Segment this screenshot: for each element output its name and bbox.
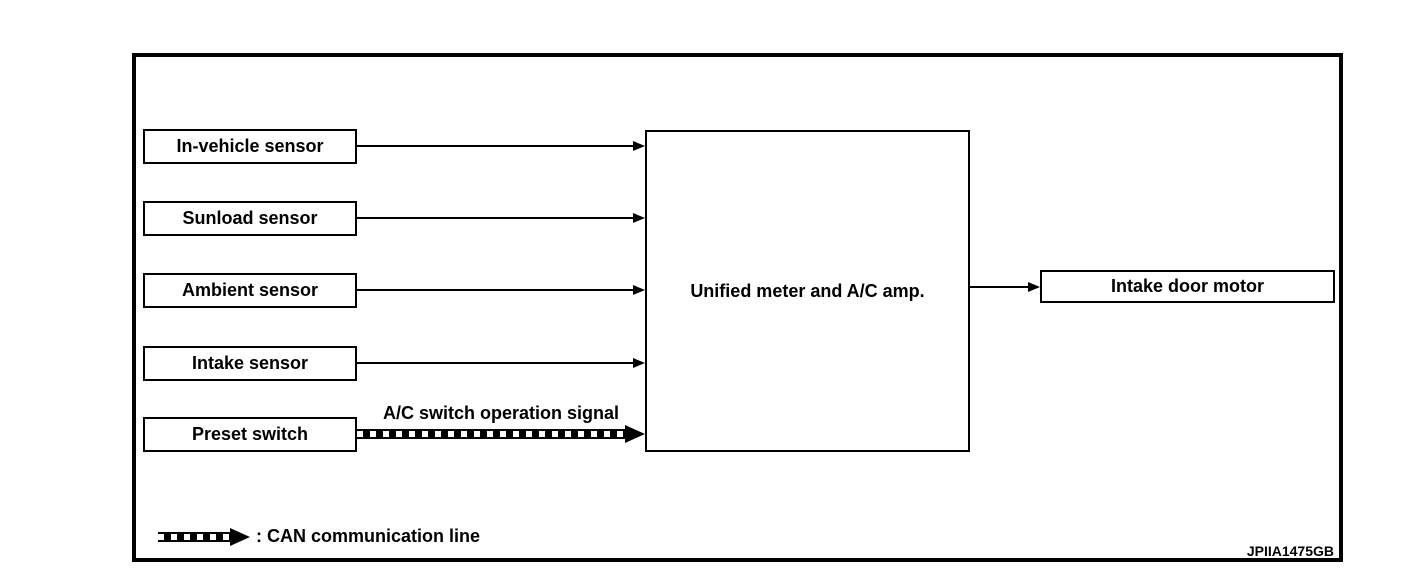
box-in-vehicle-sensor: In-vehicle sensor <box>143 129 357 164</box>
box-preset-switch: Preset switch <box>143 417 357 452</box>
box-ambient-sensor: Ambient sensor <box>143 273 357 308</box>
figure-code: JPIIA1475GB <box>1246 543 1334 559</box>
diagram-frame <box>132 53 1343 562</box>
legend-can-line-icon <box>158 532 230 542</box>
arrowhead-in-vehicle-sensor-icon <box>633 141 645 151</box>
can-line-preset-switch <box>357 429 625 439</box>
line-in-vehicle-sensor <box>357 145 633 147</box>
can-arrowhead-icon <box>625 425 645 443</box>
box-intake-door-motor: Intake door motor <box>1040 270 1335 303</box>
line-sunload-sensor <box>357 217 633 219</box>
box-unified-meter-ac-amp: Unified meter and A/C amp. <box>645 130 970 452</box>
legend-can-arrowhead-icon <box>230 528 250 546</box>
line-intake-door-motor <box>970 286 1028 288</box>
box-intake-sensor: Intake sensor <box>143 346 357 381</box>
arrowhead-ambient-sensor-icon <box>633 285 645 295</box>
arrowhead-sunload-sensor-icon <box>633 213 645 223</box>
box-sunload-sensor: Sunload sensor <box>143 201 357 236</box>
legend-can-text: : CAN communication line <box>256 526 481 546</box>
arrowhead-intake-door-motor-icon <box>1028 282 1040 292</box>
arrowhead-intake-sensor-icon <box>633 358 645 368</box>
line-ambient-sensor <box>357 289 633 291</box>
line-intake-sensor <box>357 362 633 364</box>
can-signal-label: A/C switch operation signal <box>382 403 620 423</box>
